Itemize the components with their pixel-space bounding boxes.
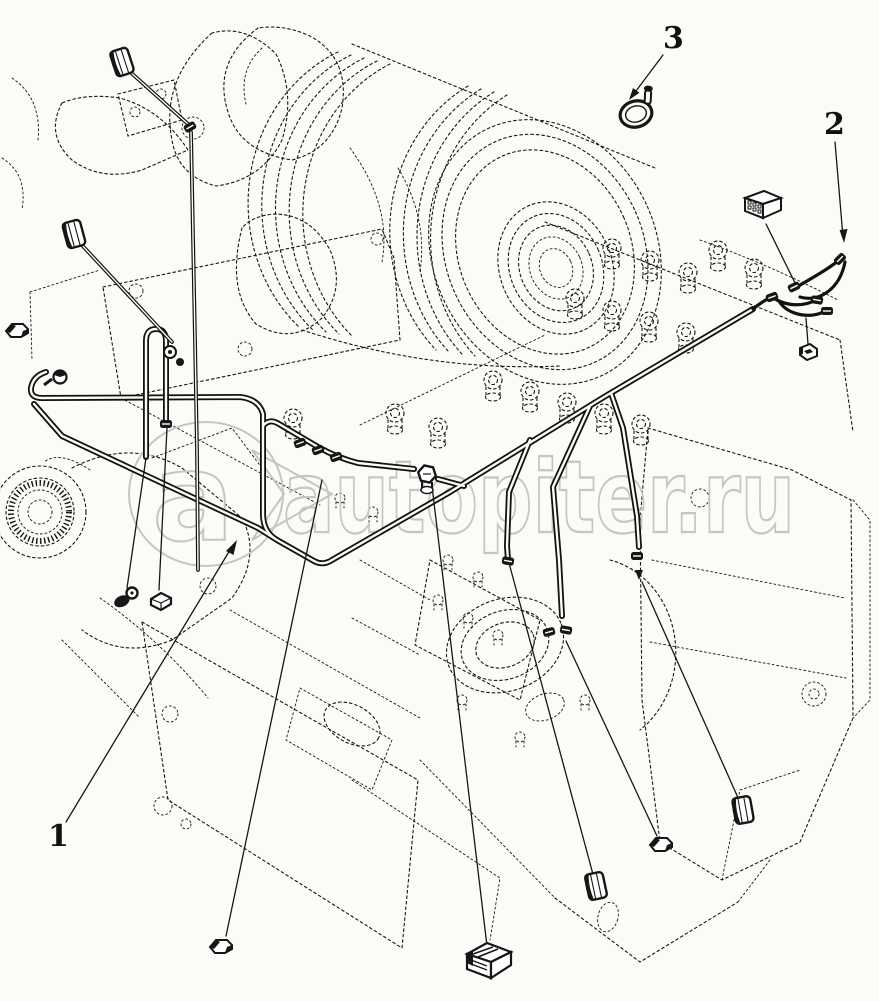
left-sensor bbox=[43, 369, 68, 387]
connector-sleeve bbox=[59, 217, 88, 251]
alternator bbox=[0, 427, 263, 649]
ring-terminal bbox=[114, 586, 139, 608]
harness-clip bbox=[209, 939, 233, 954]
hose-clamp bbox=[618, 85, 654, 129]
harness-clip bbox=[649, 837, 673, 852]
terminal-block bbox=[149, 591, 173, 612]
mounting-plate bbox=[61, 397, 421, 949]
callout-1-label: 1 bbox=[48, 819, 69, 854]
eight-pin-connector bbox=[741, 189, 784, 220]
temp-sensor bbox=[163, 345, 184, 366]
branch-end-connector bbox=[541, 625, 557, 639]
callout-3-label: 3 bbox=[663, 21, 684, 56]
injection-pump bbox=[351, 554, 771, 963]
leader-lines bbox=[65, 54, 848, 947]
hex-junction bbox=[416, 464, 438, 495]
starter-terminal-tip bbox=[635, 570, 643, 580]
watermark-text: autopiter.ru bbox=[283, 439, 795, 556]
harness-parts bbox=[5, 45, 848, 981]
multipin-connector bbox=[464, 941, 514, 981]
callouts: 1 2 3 bbox=[48, 21, 845, 854]
connector-sleeve bbox=[107, 45, 136, 79]
branch-end-connector bbox=[500, 555, 516, 567]
fan-and-intake bbox=[1, 26, 423, 335]
air-cleaner-opening bbox=[497, 201, 615, 335]
small-square-connector bbox=[799, 342, 818, 362]
starter-terminal bbox=[630, 551, 644, 561]
air-cleaner-end bbox=[428, 119, 662, 385]
hairpin-end-connector bbox=[159, 419, 173, 429]
valve-cover bbox=[283, 221, 854, 523]
watermark-logo-arrow bbox=[251, 449, 335, 541]
branch-end-connector bbox=[558, 624, 574, 636]
callout-2-label: 2 bbox=[824, 107, 845, 142]
harness-clip bbox=[5, 323, 29, 338]
air-cleaner-bands bbox=[247, 43, 656, 368]
bundle-terminal bbox=[786, 280, 802, 294]
bundle-terminal bbox=[820, 306, 834, 316]
flywheel-housing bbox=[639, 427, 871, 881]
watermark: a autopiter.ru bbox=[128, 421, 796, 570]
connector-sleeve bbox=[582, 870, 609, 903]
engine-outline bbox=[0, 26, 871, 963]
